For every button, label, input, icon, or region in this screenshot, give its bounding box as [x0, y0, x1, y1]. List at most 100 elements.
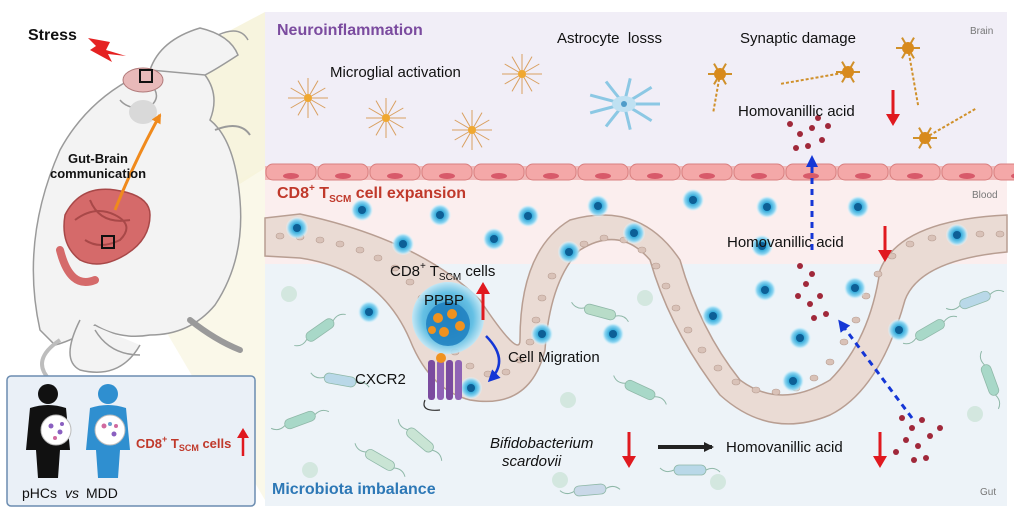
bifido-line2: scardovii [502, 453, 562, 470]
bacterium [571, 302, 629, 322]
astrocyte [589, 78, 660, 130]
neuron [896, 37, 920, 108]
cxcr2-label: CXCR2 [355, 371, 406, 388]
stress-label: Stress [28, 27, 77, 44]
bacterium [979, 350, 1001, 410]
microglia [452, 110, 492, 150]
migration-arrow [485, 335, 501, 383]
ppbp-up-arrow-icon [476, 282, 490, 320]
homovanillic-acid-molecules [787, 115, 943, 463]
epithelial-nucleus [825, 358, 835, 366]
comparison-box [6, 375, 256, 507]
t-cell [558, 241, 580, 263]
neuron [778, 61, 860, 86]
t-cell [483, 228, 505, 250]
bacterium [397, 419, 443, 461]
hva-molecule [807, 301, 813, 307]
epithelial-nucleus [531, 316, 541, 324]
hva-molecule [817, 293, 823, 299]
epithelial-nucleus [905, 240, 915, 248]
t-cell [531, 323, 553, 345]
hva-molecule [797, 131, 803, 137]
hva-molecule [825, 123, 831, 129]
t-cell [844, 277, 866, 299]
epithelial-nucleus [515, 356, 525, 364]
synaptic-label: Synaptic damage [740, 30, 856, 47]
epithelial-nucleus [525, 338, 535, 346]
epithelial-nucleus [683, 326, 693, 334]
coccus [637, 290, 653, 306]
coccus [560, 392, 576, 408]
epithelial-nucleus [809, 374, 819, 382]
coccus [710, 474, 726, 490]
hva-molecule [911, 457, 917, 463]
hva-molecule [903, 437, 909, 443]
endothelial-cell [421, 163, 473, 181]
t-cell [847, 196, 869, 218]
coccus [552, 472, 568, 488]
hva-molecule [823, 311, 829, 317]
coccus [281, 286, 297, 302]
t-cell [789, 327, 811, 349]
gut-brain-line1: Gut-Brain [68, 151, 128, 166]
endothelial-cell [577, 163, 629, 181]
migration-label: Cell Migration [508, 349, 600, 366]
hva-molecule [899, 415, 905, 421]
epithelial-nucleus [501, 368, 511, 376]
t-cell [392, 233, 414, 255]
endothelial-cell [629, 163, 681, 181]
cxcr2-receptor [423, 353, 462, 411]
microglia [366, 98, 406, 138]
t-cell [754, 279, 776, 301]
endothelial-cell [525, 163, 577, 181]
hva-molecule [923, 455, 929, 461]
hva-molecule [793, 145, 799, 151]
epithelial-nucleus [873, 270, 883, 278]
t-cell [751, 235, 773, 257]
t-cell [888, 319, 910, 341]
bifido-down-arrow-icon [622, 432, 636, 468]
endothelial-cell [889, 163, 941, 181]
epithelial-nucleus [671, 304, 681, 312]
microglia [502, 54, 542, 94]
epithelial-nucleus [771, 388, 781, 396]
t-cell [358, 301, 380, 323]
neuroinflammation-title: Neuroinflammation [277, 22, 423, 39]
box-cd8-label: CD8+ TSCM cells [136, 434, 231, 453]
endothelial-cell [993, 163, 1014, 181]
t-cell [702, 305, 724, 327]
vs-label: vs [65, 485, 79, 501]
t-cell [460, 377, 482, 399]
hva-molecule [803, 281, 809, 287]
hva-molecule [893, 449, 899, 455]
endothelial-cell [473, 163, 525, 181]
t-cell [756, 196, 778, 218]
bacterium [294, 313, 346, 347]
gut-cd8-label: CD8+ TSCM cells [390, 261, 495, 283]
hva-molecule [787, 121, 793, 127]
epithelial-nucleus [697, 346, 707, 354]
epithelial-nucleus [927, 234, 937, 242]
group2-label: MDD [86, 485, 118, 501]
epithelial-nucleus [373, 254, 383, 262]
t-cell [517, 205, 539, 227]
epithelial-nucleus [390, 264, 400, 272]
brain-hva-down-arrow-icon [886, 90, 900, 126]
epithelial-nucleus [751, 386, 761, 394]
t-cell [351, 199, 373, 221]
t-cell [946, 224, 968, 246]
endothelial-cell [941, 163, 993, 181]
endothelial-cell [369, 163, 421, 181]
blood-corner-label: Blood [972, 190, 998, 201]
bacterium [659, 464, 721, 476]
t-cell [682, 189, 704, 211]
hva-molecule [819, 137, 825, 143]
brain-hva-label: Homovanillic acid [738, 103, 855, 120]
activated-t-cell: PPBP [412, 282, 484, 354]
hva-molecule [797, 263, 803, 269]
hva-molecule [809, 271, 815, 277]
brain-cells [288, 37, 978, 150]
t-cell [782, 370, 804, 392]
brain-corner-label: Brain [970, 26, 993, 37]
t-cell [623, 222, 645, 244]
